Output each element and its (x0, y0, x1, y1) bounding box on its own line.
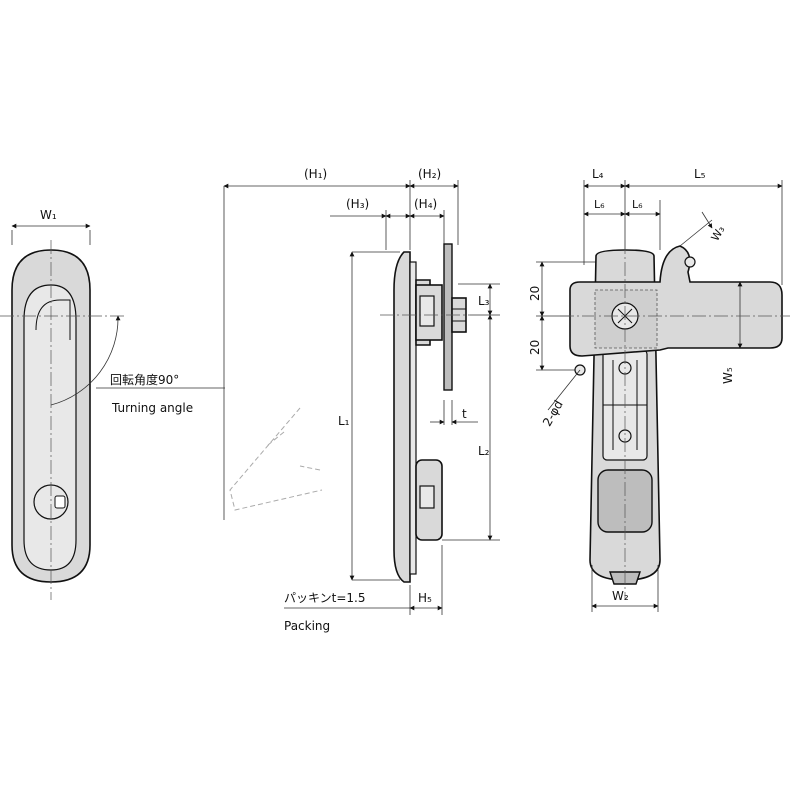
h1-label: (H₁) (304, 167, 327, 181)
lever-outline (35, 299, 71, 340)
lever-ghost (229, 407, 323, 511)
l3-label: L₃ (478, 294, 490, 308)
w2-label: W₂ (612, 589, 629, 603)
dim-20-top: 20 (528, 286, 542, 301)
w5-label: W₅ (721, 367, 735, 384)
rotation-label-en: Turning angle (111, 401, 193, 415)
packing-strip (409, 261, 417, 575)
upper-slot (419, 295, 435, 327)
h4-label: (H₄) (414, 197, 437, 211)
rotation-label-jp: 回転角度90° (110, 372, 179, 387)
h2-label: (H₂) (418, 167, 441, 181)
h3-label: (H₃) (346, 197, 369, 211)
l1-label: L₁ (338, 414, 350, 428)
l4-label: L₄ (592, 167, 604, 181)
lower-slot (419, 485, 435, 509)
front-view: W₁ 回転角度90° Turning angle (0, 208, 225, 600)
w1-label: W₁ (40, 208, 57, 222)
mount-hole-1 (684, 256, 696, 268)
packing-label-jp: パッキンt=1.5 (284, 591, 365, 605)
key-slot-icon (54, 495, 66, 509)
rear-view: L₄ L₅ L₆ L₆ 20 20 (528, 167, 790, 612)
l6b-label: L₆ (632, 198, 643, 211)
h5-label: H₅ (418, 591, 432, 605)
handle-profile (393, 251, 411, 583)
holes-label: 2-φd (540, 398, 566, 429)
l6a-label: L₆ (594, 198, 605, 211)
l2-label: L₂ (478, 444, 490, 458)
side-view: (H₁) (H₂) (H₃) (H₄) L₁ (223, 167, 500, 633)
l5-label: L₅ (694, 167, 706, 181)
cam-plate (443, 243, 453, 391)
packing-label-en: Packing (284, 619, 330, 633)
handle-grip (23, 284, 77, 571)
dim-20-bottom: 20 (528, 340, 542, 355)
t-label: t (462, 407, 467, 421)
